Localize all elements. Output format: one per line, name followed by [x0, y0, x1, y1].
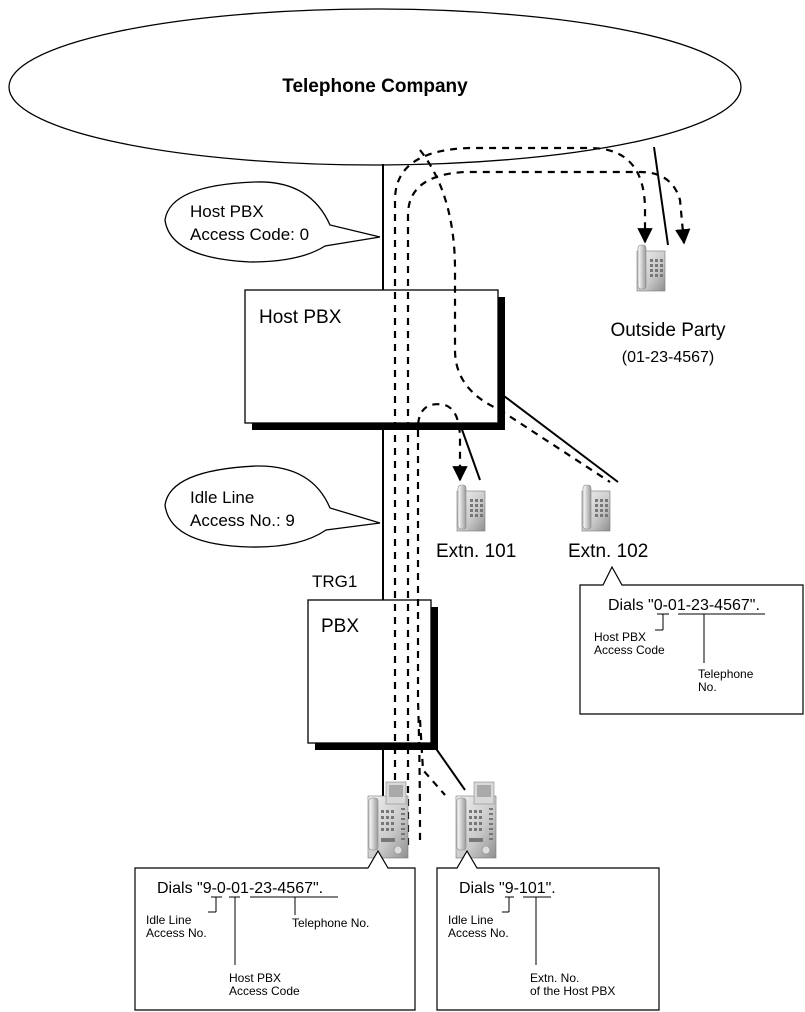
outside-party-line	[653, 146, 669, 246]
ext102-annot2-line1: Telephone	[698, 667, 754, 681]
ext-dial-keyphone-icon	[455, 781, 497, 859]
outside-party-label: Outside Party	[610, 320, 726, 341]
pbx-label: PBX	[321, 616, 359, 637]
idle-line-keyphone-icon	[367, 781, 409, 859]
right-annot1-line1: Idle Line	[448, 913, 494, 927]
idle-line-line2: Access No.: 9	[190, 511, 295, 530]
host-access-line2: Access Code: 0	[190, 225, 309, 244]
trunk-group-label: TRG1	[312, 572, 357, 591]
left-dial-text: Dials "9-0-01-23-4567".	[157, 880, 323, 897]
right-annot1-line2: Access No.	[448, 926, 509, 940]
left-dial-callout	[134, 849, 416, 1011]
ext102-label: Extn. 102	[568, 541, 648, 562]
pbx-box	[307, 599, 432, 744]
host-access-bubble	[164, 181, 381, 263]
left-annot3: Telephone No.	[292, 916, 369, 930]
telephone-company-label: Telephone Company	[282, 76, 468, 97]
host-access-line1: Host PBX	[190, 202, 264, 221]
left-annot1-line1: Idle Line	[146, 913, 192, 927]
ext102-dial-text: Dials "0-01-23-4567".	[608, 597, 760, 614]
telephone-company-cloud	[8, 8, 742, 166]
ext102-line	[495, 389, 619, 483]
right-dial-callout	[436, 849, 660, 1011]
left-annot2-line1: Host PBX	[229, 971, 281, 985]
ext102-annot1-line2: Access Code	[594, 643, 665, 657]
ext102-annot1-line1: Host PBX	[594, 630, 646, 644]
left-annot2-line2: Access Code	[229, 984, 300, 998]
call-path-outside-outer	[393, 146, 653, 845]
ext102-phone-icon	[581, 484, 611, 532]
left-annot1-line2: Access No.	[146, 926, 207, 940]
idle-line-bubble	[164, 465, 381, 548]
outside-party-number: (01-23-4567)	[622, 349, 715, 366]
idle-line-line1: Idle Line	[190, 488, 254, 507]
host-pbx-label: Host PBX	[259, 307, 342, 328]
right-annot2-line2: of the Host PBX	[530, 984, 615, 998]
ext102-annot2-line2: No.	[698, 680, 717, 694]
call-path-ext102	[419, 149, 611, 483]
outside-party-phone-icon	[636, 244, 666, 292]
ext102-dial-callout	[579, 565, 804, 715]
ext101-phone-icon	[456, 484, 486, 532]
call-path-outside-inner	[406, 170, 691, 845]
right-dial-text: Dials "9-101".	[459, 880, 556, 897]
right-annot2-line1: Extn. No.	[530, 971, 579, 985]
call-path-ext101	[416, 403, 468, 841]
ext101-label: Extn. 101	[436, 541, 516, 562]
call-path-keyphone	[418, 719, 446, 796]
